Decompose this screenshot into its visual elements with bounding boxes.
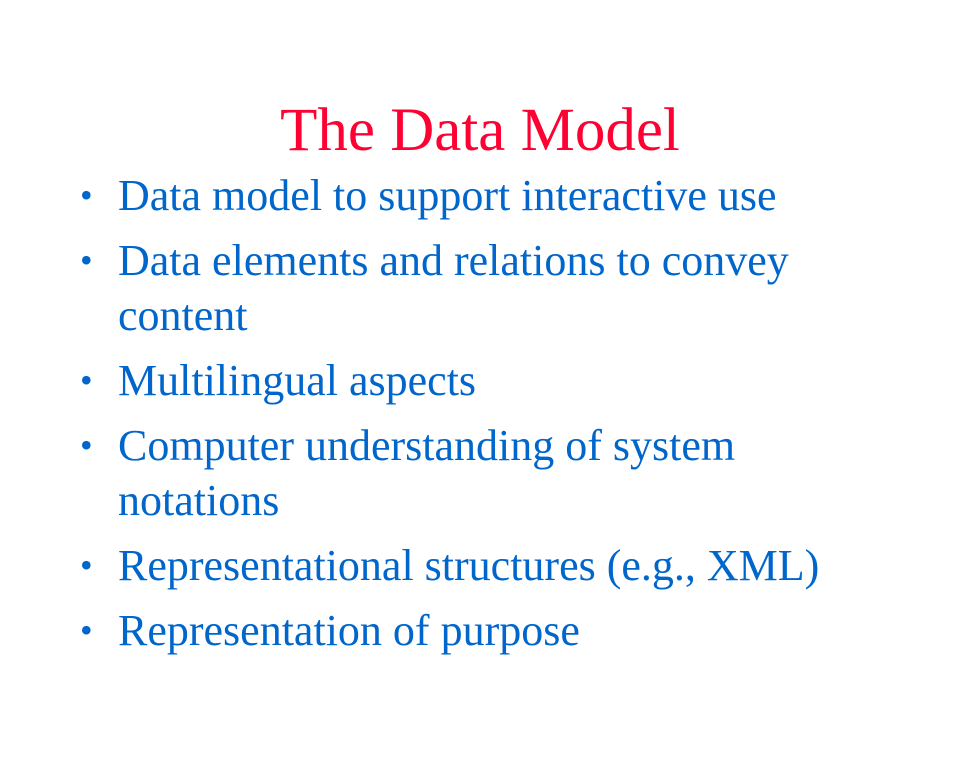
bullet-icon: • — [80, 610, 93, 650]
bullet-text: Representation of purpose — [118, 606, 580, 655]
bullet-text: Data model to support interactive use — [118, 171, 777, 220]
bullet-item: • Multilingual aspects — [80, 353, 880, 408]
bullet-item: • Data model to support interactive use — [80, 168, 880, 223]
bullet-list: • Data model to support interactive use •… — [80, 168, 880, 668]
bullet-icon: • — [80, 545, 93, 585]
bullet-item: • Representation of purpose — [80, 603, 880, 658]
bullet-item: • Representational structures (e.g., XML) — [80, 538, 880, 593]
slide-title: The Data Model — [280, 97, 680, 164]
bullet-text: Representational structures (e.g., XML) — [118, 541, 820, 590]
bullet-item: • Data elements and relations to convey c… — [80, 233, 798, 343]
bullet-icon: • — [80, 360, 93, 400]
bullet-text: Computer understanding of system notatio… — [118, 421, 736, 525]
bullet-icon: • — [80, 425, 93, 465]
bullet-item: • Computer understanding of system notati… — [80, 418, 768, 528]
bullet-text: Multilingual aspects — [118, 356, 477, 405]
bullet-text: Data elements and relations to convey co… — [118, 236, 789, 340]
bullet-icon: • — [80, 175, 93, 215]
bullet-icon: • — [80, 240, 93, 280]
